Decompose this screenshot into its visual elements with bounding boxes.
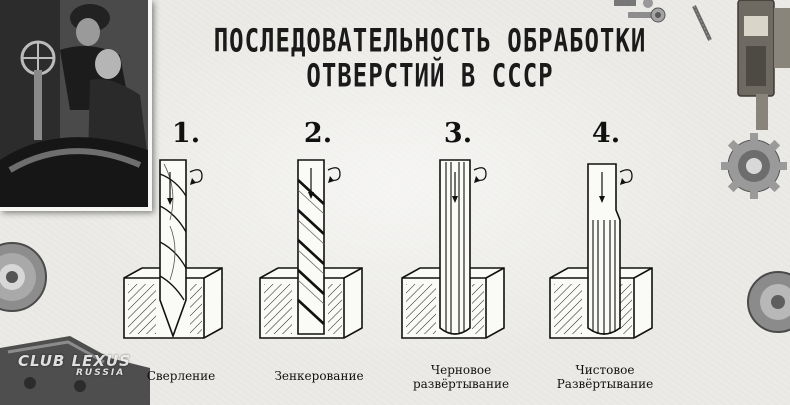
countersink-tool [297, 159, 341, 335]
hardware-decoration [614, 0, 790, 130]
finish-reamer-diagram [549, 163, 653, 339]
watermark-line-1: CLUB LEXUS [18, 352, 131, 370]
worker-photo-illustration [0, 0, 148, 207]
step-4-label-line-1: Чистовое [575, 363, 635, 377]
step-4-number: 4. [591, 118, 621, 149]
title-line-2: ОТВЕРСТИЙ В СССР [306, 57, 554, 95]
step-3-label-line-1: Черновое [430, 363, 492, 377]
gear-icon [0, 242, 47, 312]
gear-icon [721, 133, 787, 199]
step-1-number: 1. [171, 118, 201, 149]
twist-drill-diagram [123, 159, 223, 339]
step-4-label: Чистовое Развёртывание [530, 363, 680, 391]
step-3-label-line-2: развёртывание [412, 377, 510, 391]
drill-bit [159, 159, 203, 339]
step-4-label-line-2: Развёртывание [556, 377, 654, 391]
screw-icon [692, 5, 712, 41]
cog-icon [747, 271, 790, 333]
step-3-label: Черновое развёртывание [386, 363, 536, 391]
step-1-label: Сверление [146, 369, 216, 383]
club-lexus-watermark: CLUB LEXUS RUSSIA [18, 352, 131, 378]
archive-photo [0, 0, 152, 211]
step-3-number: 3. [443, 118, 473, 149]
countersink-diagram [259, 159, 363, 339]
screw-icon [614, 0, 653, 8]
rough-reamer-diagram [401, 159, 505, 339]
step-2-number: 2. [303, 118, 333, 149]
workpiece-block [549, 267, 653, 339]
bolt-icon [628, 7, 666, 23]
bracket-decoration [0, 336, 150, 405]
title-line-1: ПОСЛЕДОВАТЕЛЬНОСТЬ ОБРАБОТКИ [213, 22, 647, 60]
step-2-label: Зенкерование [274, 369, 364, 383]
caliper-icon [737, 0, 790, 130]
reamer-tool [439, 159, 487, 335]
reamer-tool [587, 163, 633, 335]
watermark-line-2: RUSSIA [76, 368, 126, 378]
